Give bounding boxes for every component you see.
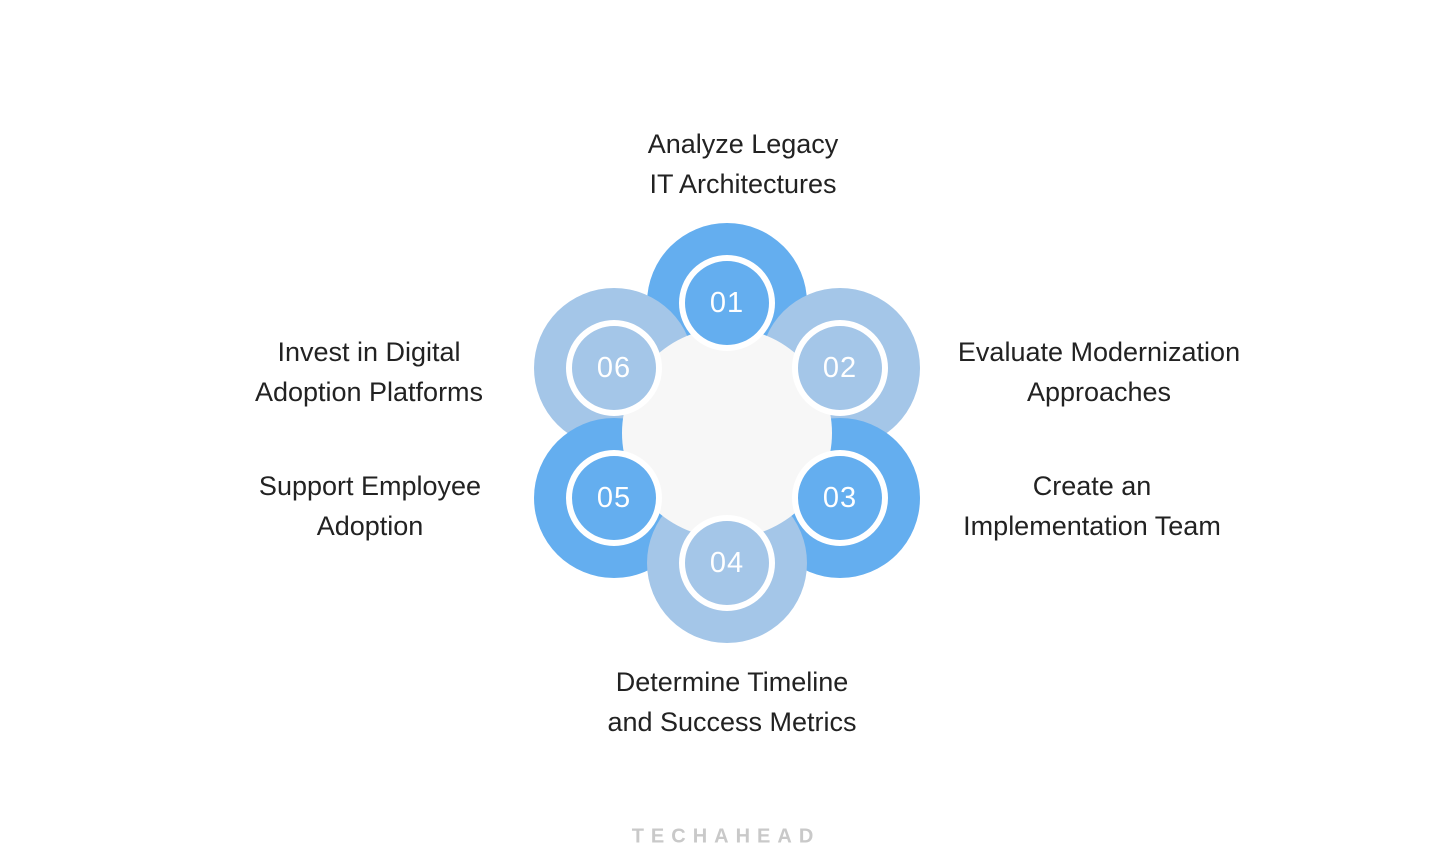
step-number-01: 01 [709,286,745,319]
step-number-05: 05 [596,481,632,514]
step-circle-02: 02 [792,320,888,416]
step-label-04-line1: Determine Timeline [615,667,849,697]
step-circle-01: 01 [679,255,775,351]
step-label-01-line2: IT Architectures [649,169,837,199]
step-label-05: Support Employee Adoption [259,466,481,546]
techahead-logo-watermark: TECHAHEAD [631,825,821,848]
step-label-04: Determine Timeline and Success Metrics [607,662,856,742]
step-label-01-line1: Analyze Legacy [647,129,839,159]
step-label-04-line2: and Success Metrics [607,707,857,737]
step-label-05-line2: Adoption [316,511,424,541]
step-label-01: Analyze Legacy IT Architectures [648,124,839,204]
step-circle-06: 06 [566,320,662,416]
step-number-03: 03 [822,481,858,514]
step-circle-04: 04 [679,515,775,611]
step-label-03-line2: Implementation Team [963,511,1221,541]
step-number-06: 06 [596,351,632,384]
step-label-03: Create an Implementation Team [963,466,1221,546]
step-label-06: Invest in Digital Adoption Platforms [255,332,483,412]
step-circle-05: 05 [566,450,662,546]
step-number-04: 04 [709,546,745,579]
step-label-02-line2: Approaches [1026,377,1172,407]
step-label-06-line1: Invest in Digital [277,337,461,367]
step-number-02: 02 [822,351,858,384]
step-label-06-line2: Adoption Platforms [254,377,484,407]
step-label-03-line1: Create an [1032,471,1152,501]
step-label-02: Evaluate Modernization Approaches [958,332,1240,412]
step-label-02-line1: Evaluate Modernization [957,337,1241,367]
step-label-05-line1: Support Employee [258,471,482,501]
step-circle-03: 03 [792,450,888,546]
